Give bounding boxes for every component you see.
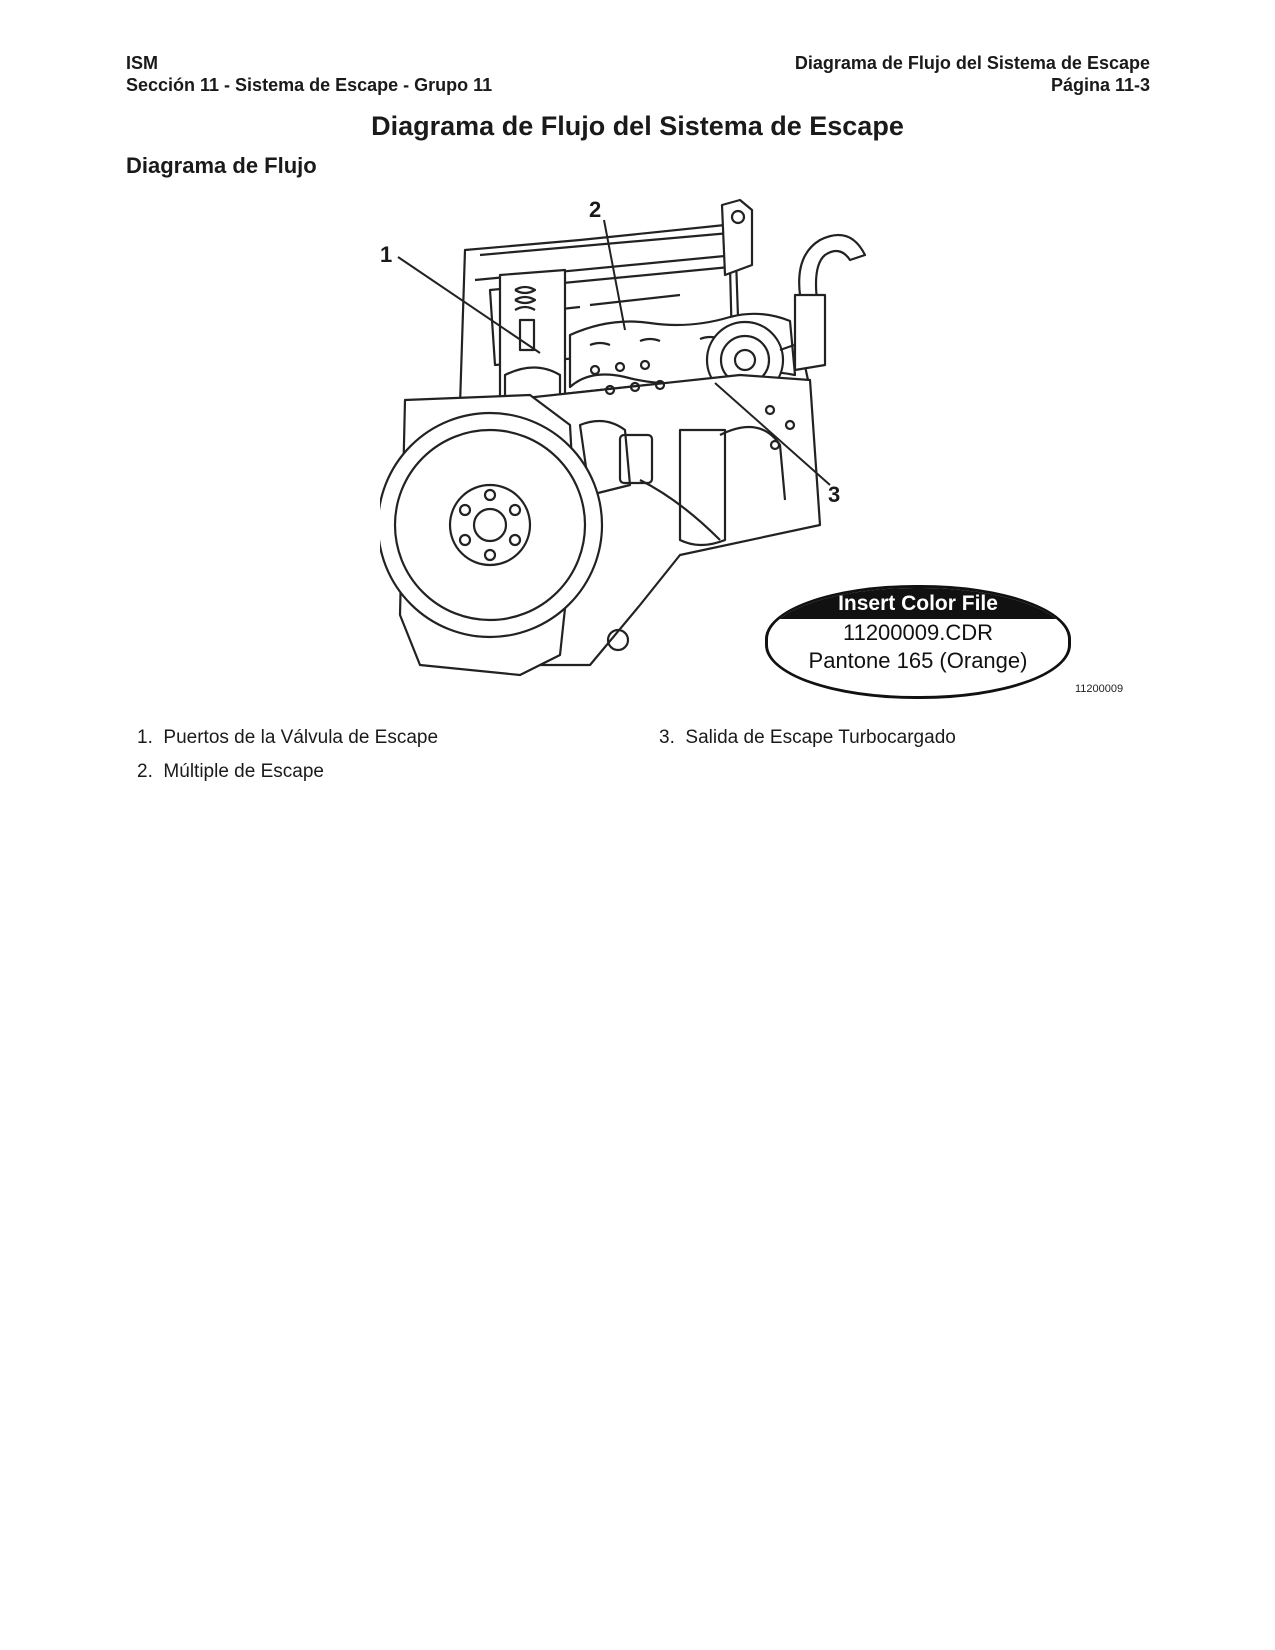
legend-text: Salida de Escape Turbocargado xyxy=(685,727,956,748)
engine-illustration xyxy=(380,198,867,677)
header-left: ISM Sección 11 - Sistema de Escape - Gru… xyxy=(126,52,492,96)
legend-number: 3. xyxy=(659,727,675,748)
header-page-number: Página 11-3 xyxy=(1050,75,1150,95)
legend-item-1: 1. Puertos de la Válvula de Escape xyxy=(137,726,438,750)
callout-1: 1 xyxy=(380,242,393,267)
insert-color-file-stamp: Insert Color File 11200009.CDR Pantone 1… xyxy=(765,585,1071,699)
legend-item-2: 2. Múltiple de Escape xyxy=(137,760,324,784)
legend-item-3: 3. Salida de Escape Turbocargado xyxy=(659,726,956,750)
header-product: ISM xyxy=(126,53,159,73)
callout-3: 3 xyxy=(828,482,841,507)
legend-text: Puertos de la Válvula de Escape xyxy=(163,727,439,748)
header-section: Sección 11 - Sistema de Escape - Grupo 1… xyxy=(126,75,493,95)
legend-text: Múltiple de Escape xyxy=(163,761,324,782)
stamp-filename: 11200009.CDR xyxy=(842,620,994,645)
header-right: Diagrama de Flujo del Sistema de Escape … xyxy=(795,52,1150,96)
figure-id: 11200009 xyxy=(1075,683,1124,695)
legend-number: 1. xyxy=(137,727,153,748)
section-subtitle: Diagrama de Flujo xyxy=(126,153,317,178)
header-topic: Diagrama de Flujo del Sistema de Escape xyxy=(794,53,1150,73)
page-title: Diagrama de Flujo del Sistema de Escape xyxy=(371,111,904,141)
engine-figure: 1 2 3 xyxy=(380,195,1140,705)
callout-2: 2 xyxy=(589,197,602,222)
stamp-color-spec: Pantone 165 (Orange) xyxy=(808,648,1028,673)
legend-number: 2. xyxy=(137,761,153,782)
